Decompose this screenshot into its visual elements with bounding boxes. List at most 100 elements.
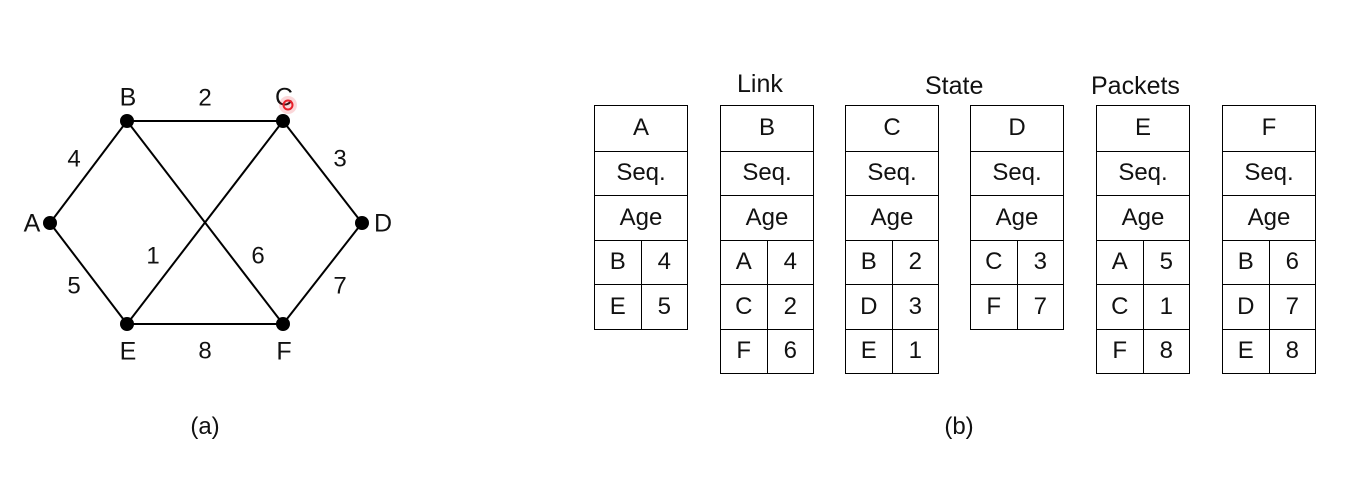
packets-heading-state: State <box>925 72 984 100</box>
neighbor-id: A <box>1097 240 1144 284</box>
packet-seq-field: Seq. <box>721 150 813 196</box>
node-label-B: B <box>120 84 137 112</box>
cursor-indicator-icon <box>279 96 297 114</box>
packets-heading-link: Link <box>737 70 783 98</box>
packet-age-field: Age <box>971 195 1063 240</box>
graph-edge-weights: 4 2 3 5 1 6 7 8 <box>67 84 346 364</box>
neighbor-cost: 1 <box>1159 292 1173 320</box>
packet-age-field: Age <box>1097 195 1189 240</box>
edge-B-F <box>126 120 284 325</box>
node-A <box>43 216 57 230</box>
edge-weight-C-E: 1 <box>146 242 159 269</box>
neighbor-id: F <box>1097 329 1144 373</box>
neighbor-id: B <box>1223 240 1270 284</box>
node-C <box>276 114 290 128</box>
edge-A-B <box>49 120 128 224</box>
node-label-D: D <box>374 210 392 238</box>
graph-nodes <box>43 114 369 331</box>
packet-age-field: Age <box>721 195 813 240</box>
neighbor-cost: 8 <box>1285 337 1299 365</box>
edge-weight-E-F: 8 <box>198 337 211 364</box>
figure-caption-a: (a) <box>190 413 220 440</box>
edge-C-D <box>282 120 363 224</box>
neighbor-id: E <box>1223 329 1270 373</box>
neighbor-cost: 5 <box>657 292 671 320</box>
packet-seq-field: Seq. <box>595 150 687 196</box>
figure-caption-b: (b) <box>944 413 974 440</box>
packets-heading-packets: Packets <box>1091 72 1180 100</box>
neighbor-id: D <box>1223 285 1270 329</box>
neighbor-cost: 7 <box>1285 292 1299 320</box>
network-graph: 4 2 3 5 1 6 7 8 A B C D E F <box>24 84 392 366</box>
edge-weight-C-D: 3 <box>333 145 346 172</box>
neighbor-cost: 3 <box>908 292 922 320</box>
edge-weight-B-C: 2 <box>198 84 211 111</box>
neighbor-cost: 2 <box>908 248 922 276</box>
packet-sender: F <box>1261 114 1277 142</box>
node-label-F: F <box>276 338 291 366</box>
neighbor-id: E <box>846 329 893 373</box>
node-D <box>355 216 369 230</box>
neighbor-id: B <box>595 240 642 284</box>
node-label-C: C <box>275 84 293 112</box>
neighbor-id: C <box>721 285 768 329</box>
neighbor-cost: 6 <box>1285 248 1299 276</box>
neighbor-id: C <box>971 240 1018 284</box>
node-label-E: E <box>120 338 137 366</box>
edge-D-F <box>282 222 363 325</box>
neighbor-id: C <box>1097 285 1144 329</box>
packet-sender: D <box>1008 114 1026 142</box>
neighbor-id: F <box>971 285 1018 329</box>
neighbor-cost: 2 <box>783 292 797 320</box>
neighbor-cost: 4 <box>657 248 671 276</box>
neighbor-cost: 8 <box>1159 337 1173 365</box>
packet-sender: A <box>632 114 649 142</box>
edge-weight-D-F: 7 <box>333 272 346 299</box>
graph-edges <box>49 120 363 325</box>
packet-seq-field: Seq. <box>971 150 1063 196</box>
packet-seq-field: Seq. <box>846 150 938 196</box>
node-E <box>120 317 134 331</box>
edge-weight-A-B: 4 <box>67 145 80 172</box>
packet-sender: B <box>758 114 775 142</box>
packet-age-field: Age <box>1223 195 1315 240</box>
neighbor-cost: 4 <box>783 248 797 276</box>
packet-seq-field: Seq. <box>1097 150 1189 196</box>
packet-age-field: Age <box>846 195 938 240</box>
edge-weight-B-F: 6 <box>251 242 264 269</box>
neighbor-id: B <box>846 240 893 284</box>
node-F <box>276 317 290 331</box>
edge-weight-A-E: 5 <box>67 272 80 299</box>
neighbor-cost: 5 <box>1159 248 1173 276</box>
packet-sender: C <box>883 114 901 142</box>
graph-node-labels: A B C D E F <box>24 84 392 366</box>
neighbor-id: A <box>721 240 768 284</box>
node-label-A: A <box>24 210 41 238</box>
neighbor-cost: 6 <box>783 337 797 365</box>
neighbor-id: E <box>595 285 642 329</box>
neighbor-cost: 1 <box>908 337 922 365</box>
edge-A-E <box>49 222 128 325</box>
neighbor-id: F <box>721 329 768 373</box>
